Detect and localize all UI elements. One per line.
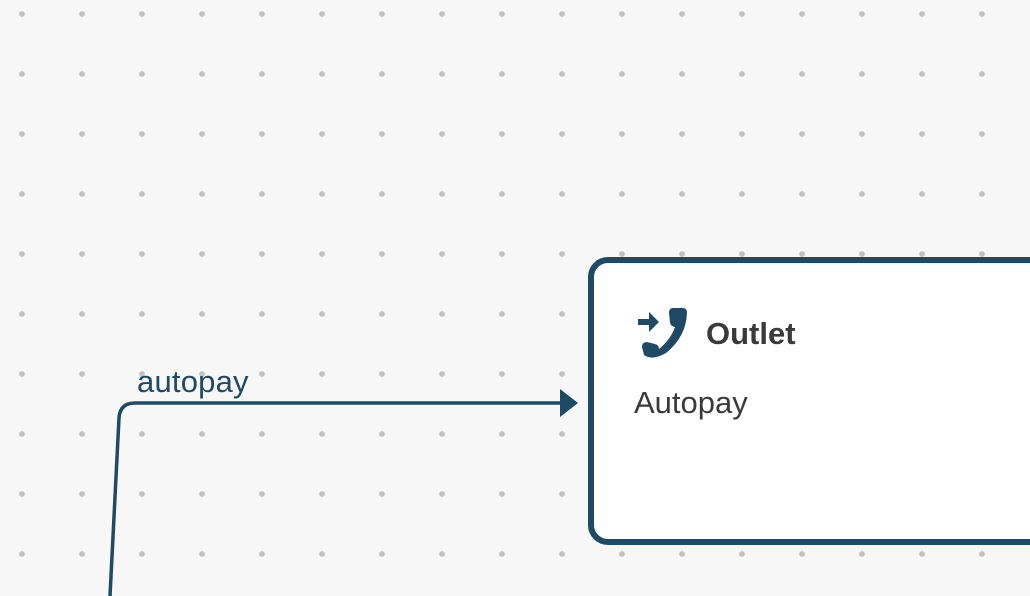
node-type-label: Outlet bbox=[706, 316, 796, 351]
edge-line bbox=[108, 401, 562, 596]
node-header: Outlet bbox=[638, 307, 796, 361]
outlet-node[interactable]: Outlet Autopay bbox=[588, 257, 1030, 545]
edge-arrowhead bbox=[560, 389, 578, 417]
node-name: Autopay bbox=[634, 385, 748, 420]
phone-transfer-icon bbox=[638, 307, 692, 361]
edge-label[interactable]: autopay bbox=[137, 364, 249, 399]
